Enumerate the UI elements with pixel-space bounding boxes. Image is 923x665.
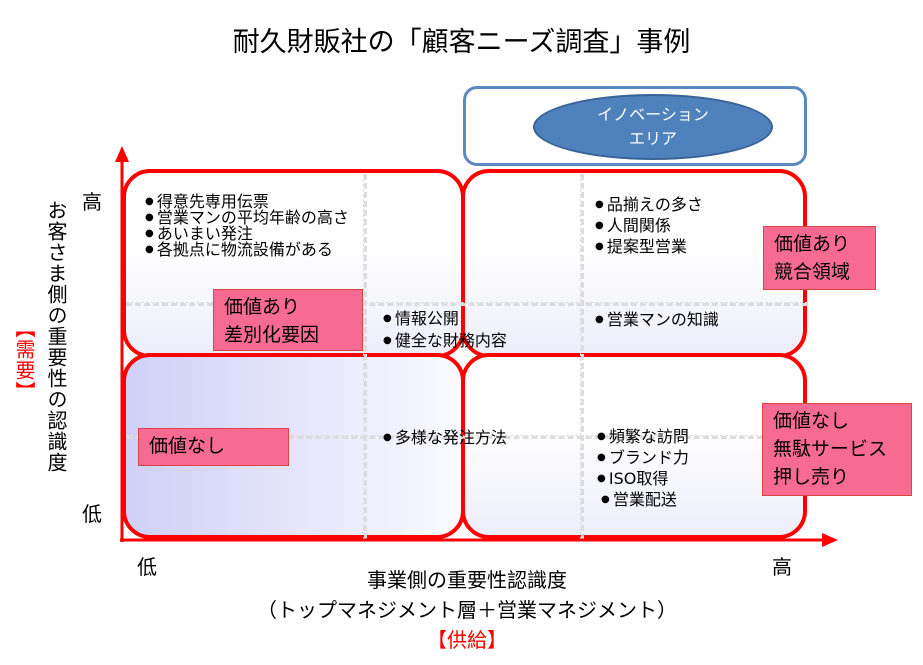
- innovation-area-ellipse: イノベーション エリア: [533, 94, 773, 160]
- list-item: 頻繁な訪問: [597, 426, 689, 447]
- x-axis-tag: 【供給】: [427, 628, 507, 652]
- list-item: 多様な発注方法: [383, 428, 507, 448]
- label-line: 競合領域: [774, 261, 851, 283]
- list-item: 営業マンの知識: [595, 310, 719, 330]
- list-item: 提案型営業: [595, 236, 703, 257]
- innovation-area-box: [463, 86, 807, 166]
- top-right-list-2: 営業マンの知識: [595, 310, 719, 330]
- list-item: ISO取得: [597, 468, 689, 489]
- y-axis-label: お客さま側の重要性の認識度: [44, 200, 68, 473]
- y-axis-tag: 【需要】: [12, 318, 36, 402]
- x-low-label: 低: [137, 555, 157, 579]
- list-item: 得意先専用伝票: [145, 194, 349, 210]
- y-high-label: 高: [82, 190, 102, 214]
- list-item: 人間関係: [595, 215, 703, 236]
- label-competition: 価値あり 競合領域: [763, 226, 876, 290]
- list-item: 健全な財務内容: [383, 330, 507, 352]
- label-differentiation: 価値あり 差別化要因: [213, 289, 363, 351]
- bottom-left-list: 多様な発注方法: [383, 428, 507, 448]
- innovation-line2: エリア: [628, 129, 677, 148]
- list-item: 営業配送: [601, 489, 689, 510]
- list-item: 品揃えの多さ: [595, 194, 703, 215]
- label-line: 差別化要因: [224, 324, 320, 346]
- list-item: 情報公開: [383, 308, 507, 330]
- page-title: 耐久財販社の「顧客ニーズ調査」事例: [232, 27, 691, 58]
- list-item: ブランド力: [597, 447, 689, 468]
- y-low-label: 低: [82, 502, 102, 526]
- top-right-list: 品揃えの多さ 人間関係 提案型営業: [595, 194, 703, 257]
- list-item: 各拠点に物流設備がある: [145, 242, 349, 258]
- label-line: 押し売り: [773, 466, 850, 488]
- list-item: あいまい発注: [145, 226, 349, 242]
- y-axis-arrow: [115, 146, 129, 162]
- x-axis-arrow: [822, 533, 838, 547]
- label-line: 価値なし: [773, 410, 850, 432]
- top-left-list-2: 情報公開 健全な財務内容: [383, 308, 507, 352]
- top-left-list: 得意先専用伝票 営業マンの平均年齢の高さ あいまい発注 各拠点に物流設備がある: [145, 194, 349, 258]
- list-item: 営業マンの平均年齢の高さ: [145, 210, 349, 226]
- x-axis-label: 事業側の重要性認識度: [367, 568, 567, 592]
- bottom-right-list: 頻繁な訪問 ブランド力 ISO取得 営業配送: [597, 426, 689, 510]
- innovation-line1: イノベーション: [597, 105, 709, 124]
- label-line: 価値なし: [149, 435, 226, 457]
- x-high-label: 高: [772, 555, 792, 579]
- label-line: 価値あり: [224, 296, 301, 318]
- grid-line: [126, 302, 808, 306]
- label-waste: 価値なし 無駄サービス 押し売り: [762, 403, 912, 496]
- x-axis-sublabel: （トップマネジメント層＋営業マネジメント）: [257, 598, 677, 622]
- label-line: 無駄サービス: [773, 438, 888, 460]
- label-line: 価値あり: [774, 233, 851, 255]
- label-no-value: 価値なし: [138, 428, 289, 466]
